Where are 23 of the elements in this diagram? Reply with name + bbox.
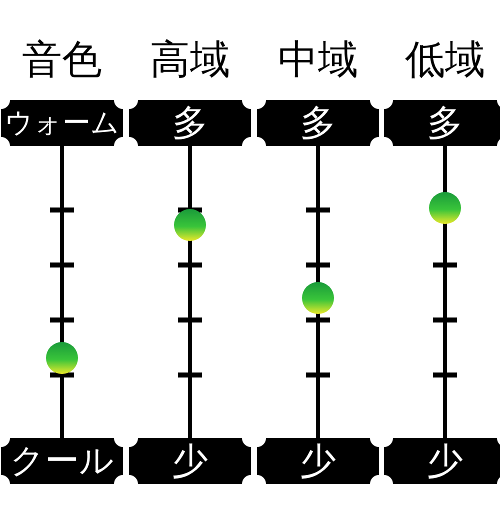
plate-label: 多 — [426, 102, 464, 146]
end-plate — [129, 438, 251, 484]
scale-line — [443, 146, 447, 438]
end-plate — [1, 438, 123, 484]
plate-label: 少 — [171, 440, 209, 484]
column-heading: 高域 — [150, 36, 230, 85]
plate-label: 多 — [171, 102, 209, 146]
plate-label: クール — [9, 440, 115, 483]
plate-label: 少 — [426, 440, 464, 484]
column-heading: 中域 — [278, 36, 358, 85]
plate-label: 少 — [299, 440, 337, 484]
end-plate — [129, 100, 251, 146]
plate-label: ウォーム — [4, 105, 120, 141]
end-plate — [257, 100, 379, 146]
plate-label: 多 — [299, 102, 337, 146]
scale-line — [60, 146, 64, 438]
column-heading: 音色 — [22, 36, 102, 85]
end-plate — [384, 100, 500, 146]
end-plate — [257, 438, 379, 484]
scale-line — [316, 146, 320, 438]
scale-line — [188, 146, 192, 438]
column-heading: 低域 — [405, 36, 485, 85]
end-plate — [384, 438, 500, 484]
